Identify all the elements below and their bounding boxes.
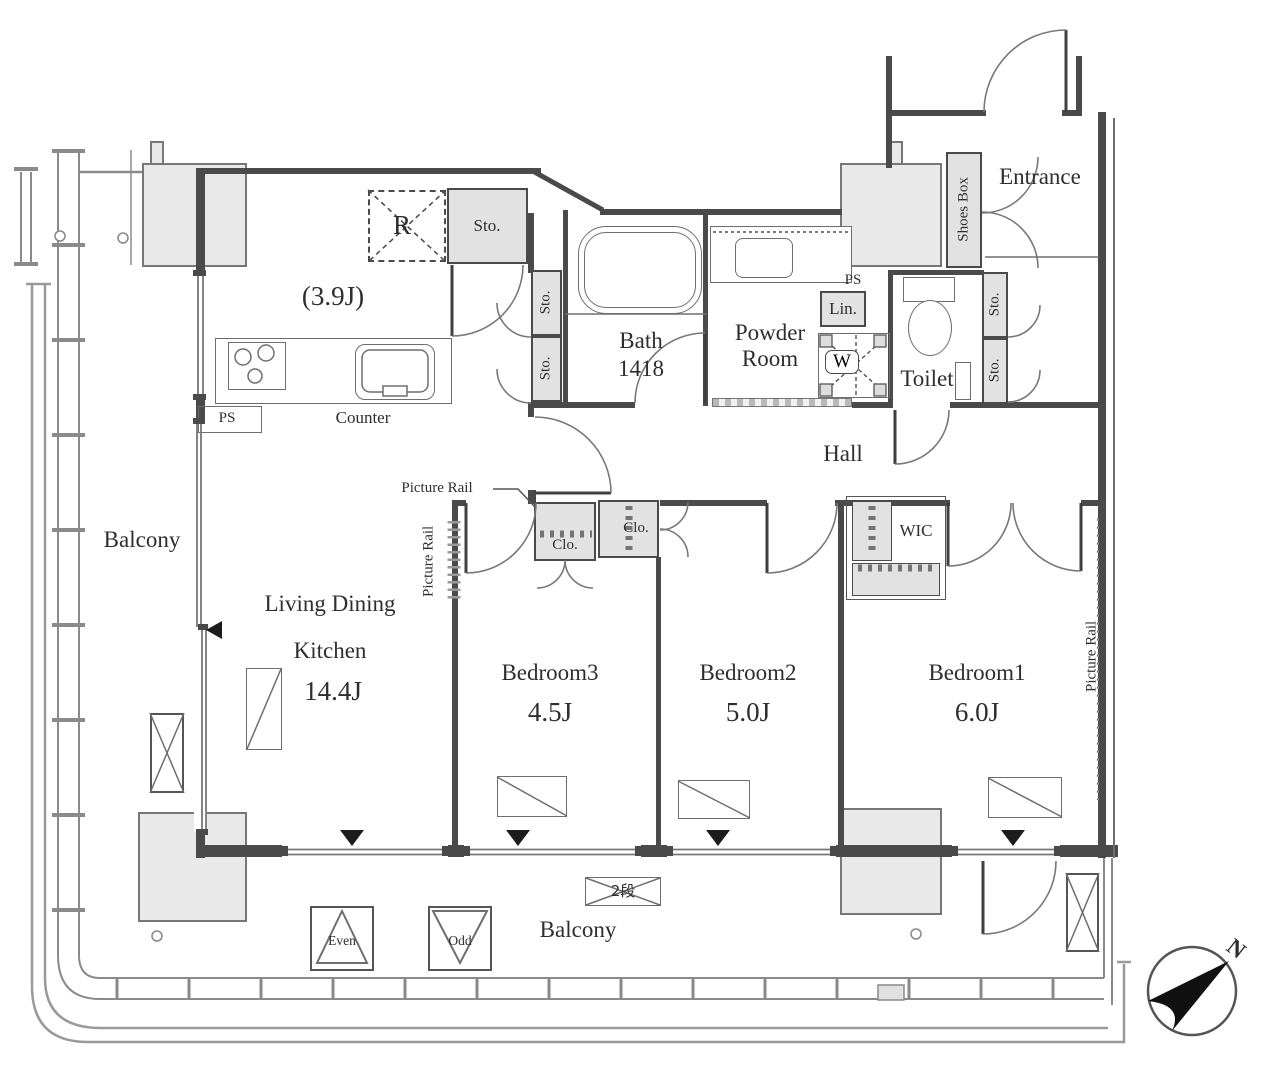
label-hall: Hall [823,441,863,466]
label-bedroom1-size: 6.0J [954,697,1000,727]
wall-hall-bottom-b [660,500,767,506]
label-picture-rail-1: Picture Rail [401,480,473,496]
label-closet-bedroom3: Clo. [552,537,578,553]
wall-porch-right-stub [1076,56,1082,116]
label-sto-kitchen: Sto. [473,216,501,235]
label-linen: Lin. [829,299,857,318]
label-refrigerator: R [392,210,411,240]
label-bedroom1: Bedroom1 [928,660,1026,685]
label-ldk-line2: Kitchen [293,638,367,663]
pipe-shaft-left [150,713,184,793]
wall-ldk-door-stub [528,403,534,417]
window-rect-bedroom3 [497,776,567,817]
window-rect-bedroom1 [988,777,1062,818]
label-counter: Counter [335,408,391,427]
label-even: Even [328,933,356,948]
label-north: N [1221,933,1251,964]
label-balcony-left: Balcony [103,527,181,552]
pillar-top-left [142,163,247,267]
label-wic: WIC [899,521,933,540]
label-powder-room: Powder Room [700,320,840,372]
label-picture-rail-2: Picture Rail [420,525,437,598]
wall-kitchen-top [196,168,541,174]
pillar-top-left-stub [150,141,164,165]
label-ps-powder: PS [844,272,862,288]
wall-ldk-bedroom3 [452,505,458,845]
window-bedroom1-cutout [952,845,1060,857]
label-two-tier: 2段 [610,882,636,900]
label-shoes-box: Shoes Box [955,177,972,242]
kitchen-sink [355,344,435,400]
label-closet-bedroom2: Clo. [623,520,649,536]
pipe-shaft-right [1066,873,1099,952]
label-bedroom3-size: 4.5J [527,697,573,727]
wall-bath-top [600,209,842,215]
wall-hall-top-b [563,402,635,408]
label-picture-rail-3: Picture Rail [1083,620,1100,693]
label-sto-entrance-2: Sto. [986,358,1003,383]
ldk-equipment [246,668,282,750]
window-kitchen-cutout [194,273,207,397]
label-washer: W [825,350,859,374]
vanity-sink [735,238,793,278]
railing-left [52,149,142,1000]
window-ldk-side-cutout [194,420,207,832]
label-powder-line1: Powder [734,320,806,345]
wall-bath-left [563,210,568,408]
powder-room-sliding-door [712,398,852,407]
label-bath-size: 1418 [618,356,664,381]
wall-kitchen-right-stub [528,213,534,273]
north-compass [1146,945,1238,1037]
pillar-top-right [840,163,942,267]
window-bedroom2-cutout [667,845,836,857]
wic-shelf-bottom [852,563,940,596]
wall-porch-top-right [1062,110,1082,116]
label-sto-column-2: Sto. [537,356,554,381]
wic-shelf-left [852,501,892,561]
window-rect-bedroom2 [678,780,750,819]
wall-bath-powder-divider [703,210,708,406]
label-bedroom2-size: 5.0J [725,697,771,727]
wall-bedroom3-bedroom2 [656,557,661,845]
wall-top-diagonal [533,170,605,213]
wall-hall-top-d [950,402,1105,408]
storage-kitchen-box [447,188,528,264]
label-powder-line2: Room [741,345,799,371]
toilet-bowl [908,300,952,356]
wall-toilet-top [888,270,984,275]
label-toilet: Toilet [900,366,954,391]
drain-pipe [14,167,38,266]
wall-hall-bottom-d [1081,500,1105,506]
label-ldk-line1: Living Dining [264,591,396,616]
bathtub-inner [584,232,696,308]
wall-porch-top-left [886,110,986,116]
label-ldk-size: 14.4J [304,676,362,706]
window-ldk-south-cutout [282,845,448,857]
label-balcony-bottom: Balcony [539,917,617,942]
wall-bedroom2-bedroom1 [838,500,844,845]
pillar-bottom-left [138,812,247,922]
label-entrance: Entrance [999,164,1081,189]
label-bedroom2: Bedroom2 [699,660,797,685]
toilet-tank [903,277,955,302]
shoes-box [946,152,982,268]
wall-right [1098,112,1106,858]
label-bath: Bath [619,328,663,353]
label-ps-kitchen: PS [218,410,236,426]
pillar-bottom-right [840,808,942,915]
label-bedroom3: Bedroom3 [501,660,599,685]
wall-hall-top-c [852,402,893,408]
stove [228,342,286,390]
window-bedroom3-cutout [464,845,641,857]
label-kitchen-size: (3.9J) [301,281,365,311]
label-odd: Odd [448,933,472,948]
